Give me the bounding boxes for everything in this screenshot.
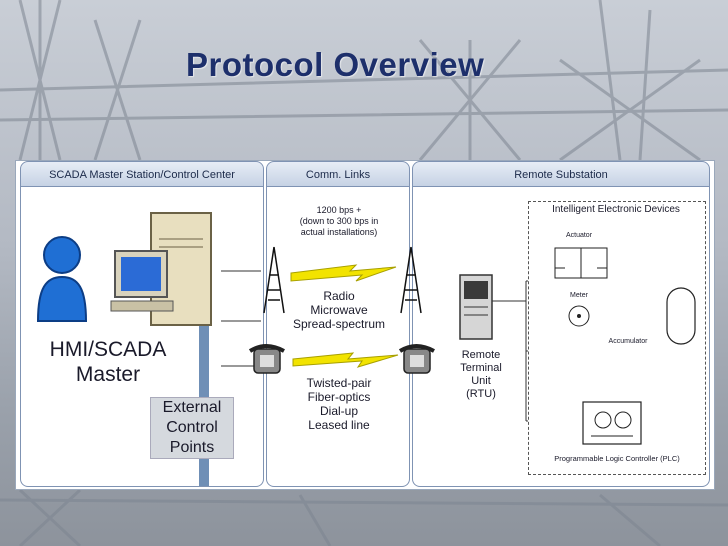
actuator-label: Actuator [565,232,593,239]
hmi-scada-master-label: HMI/SCADA Master [38,337,178,387]
plc-label: Programmable Logic Controller (PLC) [554,454,680,463]
radio-line3: Spread-spectrum [292,317,386,331]
scada-diagram: SCADA Master Station/Control Center Comm… [15,160,715,490]
rtu-line3: Unit [471,375,491,387]
scada-workstation-icon [110,212,212,326]
hmi-label-line2: Master [75,363,141,386]
radio-link-graphic [263,246,422,314]
master-station-area [20,187,264,487]
telephone-right-icon [398,344,435,374]
operator-person-icon [36,236,88,322]
plc-icon [582,401,642,445]
rtu-line1: Remote [461,349,501,361]
telephone-left-icon [248,344,285,374]
external-control-points-box: External Control Points [150,397,234,459]
speed-line1: 1200 bps + [316,205,362,215]
speed-line3: actual installations) [300,227,378,237]
header-remote-substation: Remote Substation [412,161,710,187]
speed-line2: (down to 300 bps in [299,216,379,226]
radio-line2: Microwave [310,303,368,317]
rtu-line4: (RTU) [466,388,496,400]
ext-label-line2: Control [166,419,218,436]
ied-title: Intelligent Electronic Devices [552,204,680,215]
remote-substation-area [412,187,710,487]
radio-lightning-icon [290,264,397,282]
header-master-station: SCADA Master Station/Control Center [20,161,264,187]
wired-line1: Twisted-pair [306,376,372,390]
meter-label: Meter [570,292,588,299]
wired-line2: Fiber-optics [307,390,371,404]
comm-links-area [266,187,410,487]
accumulator-icon [666,287,696,345]
wired-lightning-icon [292,352,399,368]
radio-line1: Radio [323,289,355,303]
hmi-label-line1: HMI/SCADA [49,338,167,361]
ied-group-box: Intelligent Electronic Devices Actuator … [528,201,706,475]
wired-line4: Leased line [308,418,370,432]
wired-media-list: Twisted-pair Fiber-optics Dial-up Leased… [284,376,394,432]
wireless-media-list: Radio Microwave Spread-spectrum [280,289,398,331]
rtu-line2: Terminal [460,362,502,374]
rtu-label: Remote Terminal Unit (RTU) [446,349,516,401]
wired-link-graphic [248,344,435,374]
header-comm-links: Comm. Links [266,161,410,187]
actuator-icon [554,247,608,279]
accumulator-label: Accumulator [608,338,648,345]
rtu-device-icon [459,274,493,340]
wired-line3: Dial-up [319,404,358,418]
radio-tower-right-icon [400,246,422,314]
link-speed-note: 1200 bps + (down to 300 bps in actual in… [281,205,397,238]
radio-tower-left-icon [263,246,285,314]
ext-label-line3: Points [169,439,215,456]
meter-icon [568,305,590,327]
ext-label-line1: External [162,399,222,416]
slide-title: Protocol Overview [186,46,485,83]
